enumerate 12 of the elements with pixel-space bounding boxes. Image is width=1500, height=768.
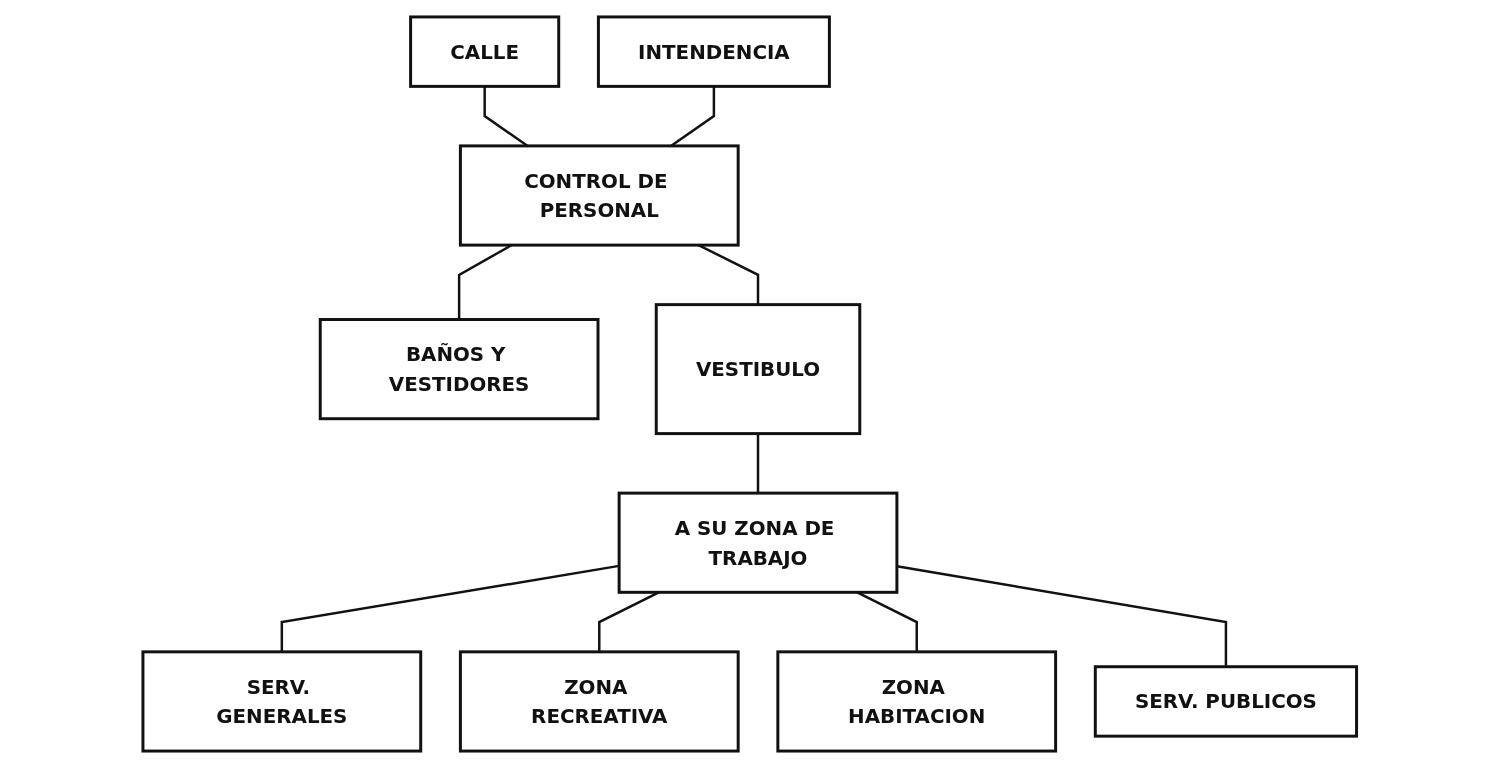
connector [280, 564, 620, 652]
node-box: CALLE [409, 15, 561, 88]
connector [757, 433, 760, 494]
node-box: SERV. GENERALES [141, 650, 423, 753]
node-box: CONTROL DE PERSONAL [459, 144, 740, 247]
node-box: A SU ZONA DE TRABAJO [617, 491, 899, 594]
node-box: VESTIBULO [655, 303, 862, 436]
node-box: SERV. PUBLICOS [1094, 665, 1359, 738]
node-box: INTENDENCIA [597, 15, 832, 88]
node-box: ZONA RECREATIVA [459, 650, 740, 753]
node-box: BAÑOS Y VESTIDORES [319, 318, 600, 421]
node-box: ZONA HABITACION [776, 650, 1058, 753]
